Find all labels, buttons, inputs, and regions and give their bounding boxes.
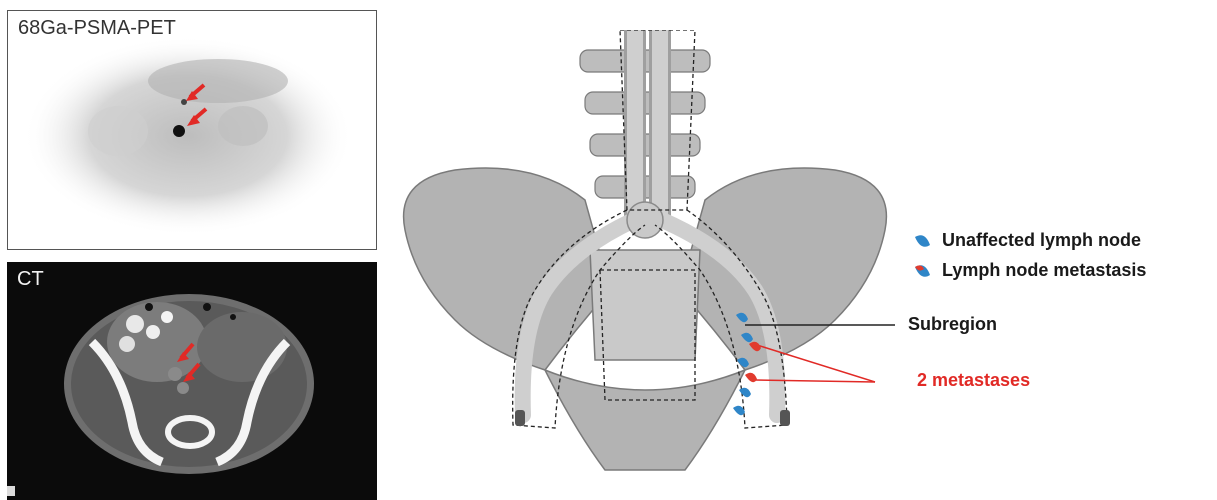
pelvis-diagram [395,30,895,500]
pet-hotspot [173,125,185,137]
lymph-node-red-blue-icon [912,261,932,281]
pet-panel-label: 68Ga-PSMA-PET [18,17,176,40]
ct-panel-label: CT [17,268,44,291]
legend-metastasis: Lymph node metastasis [912,260,1146,281]
pet-hotspot [181,99,187,105]
lymph-node-blue-icon [739,388,751,397]
ct-scan-panel: CT [7,262,377,500]
lymph-node-red-blue-icon [745,373,757,382]
legend-unaffected-label: Unaffected lymph node [942,230,1141,251]
pet-scan-image [8,11,377,250]
metastases-label: 2 metastases [917,370,1030,391]
legend-metastasis-label: Lymph node metastasis [942,260,1146,281]
lymph-node-blue-icon [912,231,932,251]
ct-scan-image [7,262,377,500]
ureter-marker [515,410,525,426]
pet-scan-panel: 68Ga-PSMA-PET [7,10,377,250]
ureter-marker [780,410,790,426]
subregion-label: Subregion [908,314,997,335]
legend-unaffected: Unaffected lymph node [912,230,1141,251]
